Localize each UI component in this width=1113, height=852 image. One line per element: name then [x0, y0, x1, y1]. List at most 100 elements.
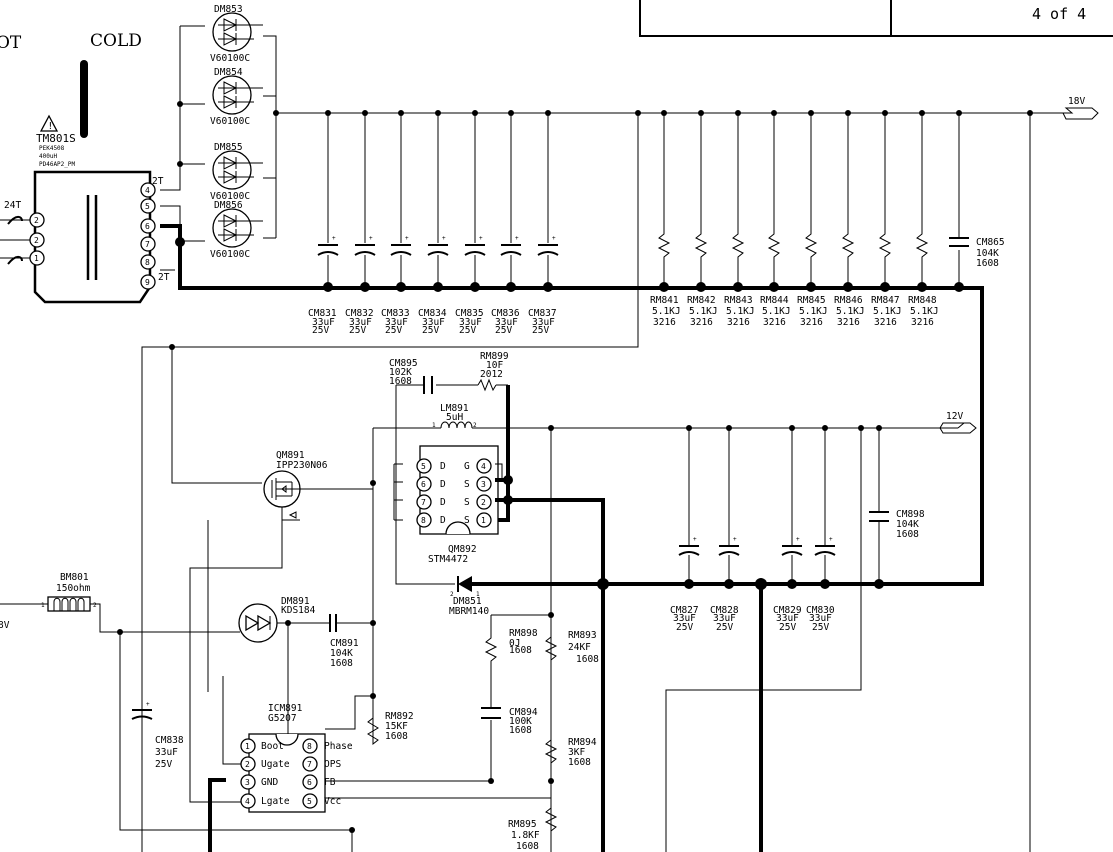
cap-ref: CM834	[418, 308, 447, 319]
qm892-pin-7: 7	[416, 494, 432, 510]
res-size: 3216	[727, 317, 750, 328]
cm865-value: 104K	[976, 248, 999, 259]
cap-ref: CM837	[528, 308, 557, 319]
cap-rating: 25V	[532, 325, 549, 336]
qm892-pin-1-number: 1	[481, 516, 486, 525]
cm838-value: 33uF	[155, 747, 178, 758]
transformer-value: 400uH	[39, 153, 57, 160]
icm891-pin-5: 5	[302, 793, 318, 809]
page-label: 4 of 4	[1032, 5, 1086, 23]
net-18v-label: 18V	[1068, 96, 1085, 107]
icm891-pin-5-number: 5	[307, 797, 312, 806]
res-ref: RM848	[908, 295, 937, 306]
rm893-ref: RM893	[568, 630, 597, 641]
res-ref: RM845	[797, 295, 826, 306]
rm898-ref: RM898	[509, 628, 538, 639]
transformer-tm801s: ! TM801S PEK4508 400uH PD46AP2_PM 24T 2T…	[0, 114, 170, 304]
icm891-pin-8: 8	[302, 738, 318, 754]
rm894-ref: RM894	[568, 737, 597, 748]
icm891-pin-6-number: 6	[307, 778, 312, 787]
transformer-part: PEK4508	[39, 145, 65, 152]
cap-plus: +	[515, 235, 519, 242]
rm899-value: 10F	[486, 360, 503, 371]
cm894-size: 1608	[509, 725, 532, 736]
icm891-pin-2-number: 2	[245, 760, 250, 769]
cap-value: 33uF	[312, 317, 335, 328]
qm892-pin-2-number: 2	[481, 498, 486, 507]
lm891-pin1: 1	[432, 422, 436, 429]
lm891-ref: LM891	[440, 403, 469, 414]
inductor-lm891: LM891 5uH 1 2	[373, 403, 958, 429]
bm801-pin1: 1	[41, 602, 45, 609]
ot-fragment: OT	[0, 33, 22, 53]
cold-label: COLD	[90, 31, 142, 51]
rm892-size: 1608	[385, 731, 408, 742]
turns-a: 2T	[152, 176, 164, 187]
cap-plus: +	[442, 235, 446, 242]
rm895-value: 1.8KF	[511, 830, 540, 841]
qm892-pin-name: S	[464, 479, 470, 490]
transformer-pin-left: 2	[29, 232, 45, 248]
res-ref: RM842	[687, 295, 716, 306]
cap-plus: +	[479, 235, 483, 242]
cap-ref: CM836	[491, 308, 520, 319]
qm892-pin-name: G	[464, 461, 470, 472]
cap-rating: 25V	[716, 622, 733, 633]
icm891-pin-7-number: 7	[307, 760, 312, 769]
transformer-pin-right-number: 4	[145, 186, 150, 195]
cm865-ref: CM865	[976, 237, 1005, 248]
diode-part: V60100C	[210, 53, 250, 64]
cap-value: 33uF	[776, 613, 799, 624]
transformer-pin-right: 4	[140, 182, 156, 198]
icm891-pin-4-number: 4	[245, 797, 250, 806]
qm891-part: IPP230N06	[276, 460, 328, 471]
cap-ref: CM827	[670, 605, 699, 616]
cap-rating: 25V	[312, 325, 329, 336]
rm892-value: 15KF	[385, 721, 408, 732]
cap-value: 33uF	[422, 317, 445, 328]
icm891-pin-2: 2	[240, 756, 256, 772]
rm894-value: 3KF	[568, 747, 585, 758]
transformer-pin-right: 5	[140, 198, 156, 214]
diode-ref: DM855	[214, 142, 243, 153]
res-ref: RM843	[724, 295, 753, 306]
bead-bm801: BM801 150ohm 1 2	[0, 572, 120, 633]
rm895-size: 1608	[516, 841, 539, 852]
icm891-ref: ICM891	[268, 703, 303, 714]
cap-rating: 25V	[779, 622, 796, 633]
diode-ref: DM856	[214, 200, 243, 211]
cm891-ref: CM891	[330, 638, 359, 649]
cap-value: 33uF	[349, 317, 372, 328]
res-size: 3216	[763, 317, 786, 328]
capacitor-cm838: + CM838 33uF 25V	[131, 701, 184, 770]
cm894-value: 100K	[509, 716, 532, 727]
rm894-size: 1608	[568, 757, 591, 768]
diode-ref: DM854	[214, 67, 243, 78]
cap-plus: +	[693, 536, 697, 543]
transformer-pin-left: 2	[29, 212, 45, 228]
cap-plus: +	[332, 235, 336, 242]
cm838-rating: 25V	[155, 759, 172, 770]
res-ref: RM846	[834, 295, 863, 306]
turns-b: 2T	[158, 272, 170, 283]
rm893-size: 1608	[576, 654, 599, 665]
res-value: 5.1KJ	[689, 306, 718, 317]
transformer-pin-right: 7	[140, 236, 156, 252]
res-value: 5.1KJ	[873, 306, 902, 317]
transformer-pin-right-number: 9	[145, 278, 150, 287]
icm891-pin-name: GND	[261, 777, 278, 788]
dm851-pin-k: 1	[476, 591, 480, 598]
cm895-value: 102K	[389, 367, 412, 378]
transformer-pin-right: 9	[140, 274, 156, 290]
icm891-pin-3: 3	[240, 774, 256, 790]
rm898-size: 1608	[509, 645, 532, 656]
rm899-ref: RM899	[480, 351, 509, 362]
diode-dm891: DM891 KDS184	[238, 596, 316, 643]
